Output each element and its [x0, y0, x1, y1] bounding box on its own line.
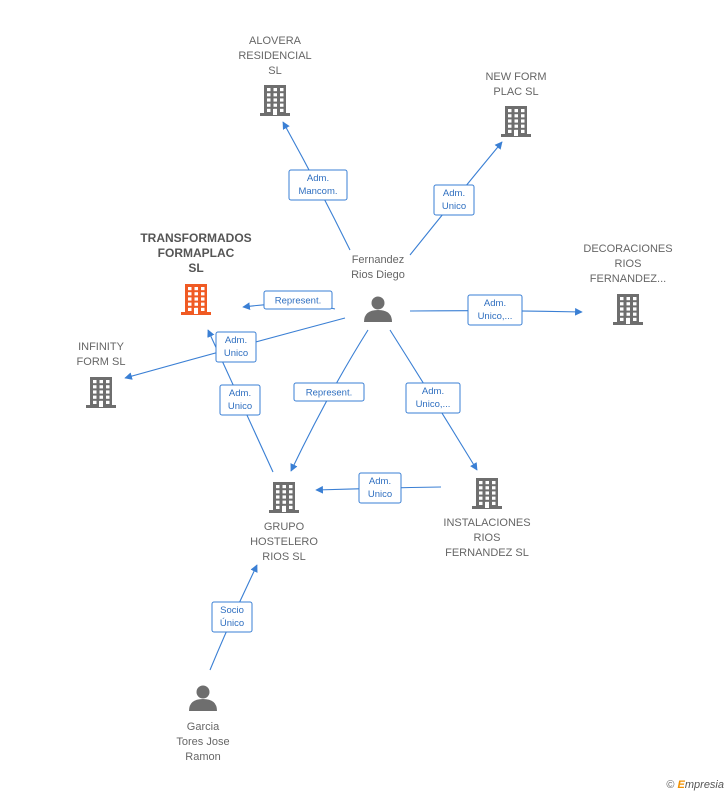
- node-decoraciones[interactable]: DECORACIONES RIOS FERNANDEZ...: [583, 243, 673, 325]
- edge-label-box: [293, 382, 365, 402]
- building-icon: [472, 478, 502, 509]
- node-label: INSTALACIONES: [443, 517, 530, 529]
- building-icon: [181, 284, 211, 315]
- edge-label-box: [467, 294, 523, 326]
- building-icon: [86, 377, 116, 408]
- node-label: TRANSFORMADOS: [140, 231, 251, 245]
- copyright-icon: ©: [666, 779, 675, 791]
- node-label: Fernandez: [352, 254, 405, 266]
- edge-label-text: Adm.: [484, 298, 506, 309]
- edge-label-text: Adm.: [229, 388, 251, 399]
- node-label: FORMAPLAC: [158, 246, 235, 260]
- edge-label-text: Unico,...: [478, 311, 513, 322]
- node-label: RIOS SL: [262, 551, 305, 563]
- edge-label-e9[interactable]: Adm. Unico: [358, 472, 402, 504]
- edge-label-text: Unico: [442, 201, 466, 212]
- node-label: ALOVERA: [249, 35, 302, 47]
- edge-label-box: [405, 382, 461, 414]
- node-label: RIOS: [615, 258, 642, 270]
- edge-label-text: Adm.: [443, 188, 465, 199]
- edge-label-box: [433, 184, 475, 216]
- node-label: Ramon: [185, 751, 220, 763]
- edge-label-text: Socio: [220, 605, 244, 616]
- node-label: PLAC SL: [493, 86, 538, 98]
- building-icon: [501, 106, 531, 137]
- node-newform[interactable]: NEW FORM PLAC SL: [485, 71, 547, 137]
- node-label: INFINITY: [78, 341, 124, 353]
- node-label: SL: [188, 261, 203, 275]
- edge-label-box: [358, 472, 402, 504]
- edge-label-box: [219, 384, 261, 416]
- edge-label-e4[interactable]: Adm. Unico,...: [467, 294, 523, 326]
- edge-label-text: Adm.: [225, 335, 247, 346]
- credit-watermark: © Empresia: [666, 779, 724, 791]
- node-label: RIOS: [474, 532, 501, 544]
- edge-label-text: Unico: [224, 348, 248, 359]
- edge-label-e1[interactable]: Adm. Mancom.: [288, 169, 348, 201]
- edge-label-box: [263, 290, 333, 310]
- node-label: FORM SL: [77, 356, 126, 368]
- node-label: FERNANDEZ...: [590, 273, 666, 285]
- node-label: Tores Jose: [176, 736, 229, 748]
- edge-label-text: Unico: [368, 489, 392, 500]
- building-icon: [260, 85, 290, 116]
- node-label: HOSTELERO: [250, 536, 318, 548]
- node-label: NEW FORM: [485, 71, 546, 83]
- edge-label-box: [211, 601, 253, 633]
- brand-initial: E: [677, 779, 685, 791]
- edge-label-text: Adm.: [422, 386, 444, 397]
- edge-label-text: Mancom.: [298, 186, 337, 197]
- node-infinity[interactable]: INFINITY FORM SL: [77, 341, 126, 408]
- edge-label-e5[interactable]: Adm. Unico: [215, 331, 257, 363]
- edge-label-text: Unico: [228, 401, 252, 412]
- node-label: Rios Diego: [351, 269, 405, 281]
- node-instalaciones[interactable]: INSTALACIONES RIOS FERNANDEZ SL: [443, 478, 531, 559]
- edge-label-text: Unico,...: [416, 399, 451, 410]
- brand-name: mpresia: [684, 779, 724, 791]
- building-icon: [269, 482, 299, 513]
- node-label: SL: [268, 65, 281, 77]
- edge-label-text: Represent.: [275, 296, 321, 307]
- edge-label-box: [288, 169, 348, 201]
- person-icon: [189, 685, 217, 711]
- person-icon: [364, 296, 392, 322]
- edge-label-text: Adm.: [307, 173, 329, 184]
- node-label: RESIDENCIAL: [238, 50, 311, 62]
- edge-label-e2[interactable]: Adm. Unico: [433, 184, 475, 216]
- node-label: GRUPO: [264, 521, 305, 533]
- building-icon: [613, 294, 643, 325]
- node-label: DECORACIONES: [583, 243, 672, 255]
- edge-label-e6[interactable]: Adm. Unico: [219, 384, 261, 416]
- edge-label-text: Adm.: [369, 476, 391, 487]
- node-label: Garcia: [187, 721, 220, 733]
- node-label: FERNANDEZ SL: [445, 547, 529, 559]
- node-grupo[interactable]: GRUPO HOSTELERO RIOS SL: [250, 482, 318, 563]
- node-alovera[interactable]: ALOVERA RESIDENCIAL SL: [238, 35, 312, 116]
- edge-label-text: Represent.: [306, 388, 352, 399]
- edge-label-e3[interactable]: Represent.: [263, 290, 333, 310]
- edge-label-box: [215, 331, 257, 363]
- edge-label-e7[interactable]: Represent.: [293, 382, 365, 402]
- edge-label-text: Único: [220, 618, 244, 629]
- edge-label-e8[interactable]: Adm. Unico,...: [405, 382, 461, 414]
